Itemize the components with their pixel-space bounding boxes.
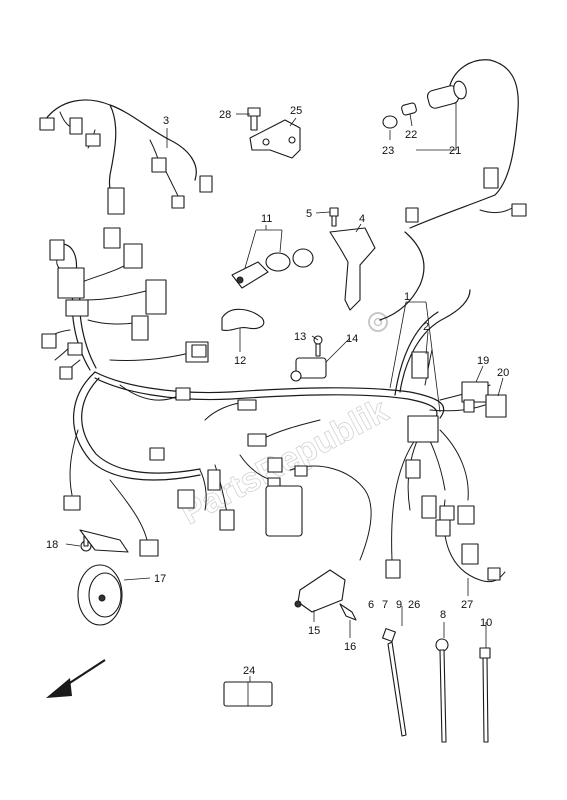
callout-10: 10 [480, 617, 492, 629]
callout-6: 6 [368, 599, 374, 611]
callout-18: 18 [46, 539, 58, 551]
switch-15 [294, 569, 346, 613]
callout-1: 1 [404, 291, 410, 303]
main-wiring-harness [41, 59, 527, 583]
fuse-22 [401, 102, 417, 116]
sensor-14 [290, 357, 327, 382]
callout-12: 12 [234, 355, 246, 367]
horn-17 [77, 529, 129, 626]
bolt-28 [247, 107, 261, 131]
pad-12 [221, 308, 265, 331]
callout-3: 3 [163, 115, 169, 127]
callout-labels: 3 28 25 11 5 4 12 13 14 1 2 19 20 21 22 … [46, 105, 509, 677]
callout-2: 2 [423, 321, 429, 333]
cap-23 [382, 115, 398, 129]
leader-lines [65, 102, 504, 682]
callout-20: 20 [497, 367, 509, 379]
gear-icon [368, 312, 388, 332]
lock-set-11 [231, 248, 314, 289]
cover-24 [223, 681, 273, 707]
callout-13: 13 [294, 331, 306, 343]
sub-harness-3 [39, 99, 213, 215]
cable-tie-8 [435, 638, 449, 743]
callout-26: 26 [408, 599, 420, 611]
bracket-4 [329, 227, 376, 311]
callout-27: 27 [461, 599, 473, 611]
callout-24: 24 [243, 665, 255, 677]
callout-21: 21 [449, 145, 461, 157]
bolt-13 [313, 335, 323, 357]
callout-28: 28 [219, 109, 231, 121]
callout-14: 14 [346, 333, 358, 345]
callout-9: 9 [396, 599, 402, 611]
callout-23: 23 [382, 145, 394, 157]
screw-16 [339, 603, 357, 621]
callout-11: 11 [261, 213, 272, 225]
callout-17: 17 [154, 573, 166, 585]
callout-7: 7 [382, 599, 388, 611]
cable-tie-10 [479, 647, 491, 743]
front-direction-arrow-icon [46, 659, 106, 698]
callout-19: 19 [477, 355, 489, 367]
bolt-18 [80, 535, 92, 552]
callout-16: 16 [344, 641, 356, 653]
screw-5 [329, 207, 339, 227]
fuse-holder-21 [426, 80, 467, 109]
callout-5: 5 [306, 208, 312, 220]
callout-22: 22 [405, 129, 417, 141]
callout-8: 8 [440, 609, 446, 621]
bracket-25 [249, 119, 301, 159]
callout-15: 15 [308, 625, 320, 637]
cable-tie-7 [382, 628, 407, 737]
callout-25: 25 [290, 105, 302, 117]
callout-4: 4 [359, 213, 365, 225]
